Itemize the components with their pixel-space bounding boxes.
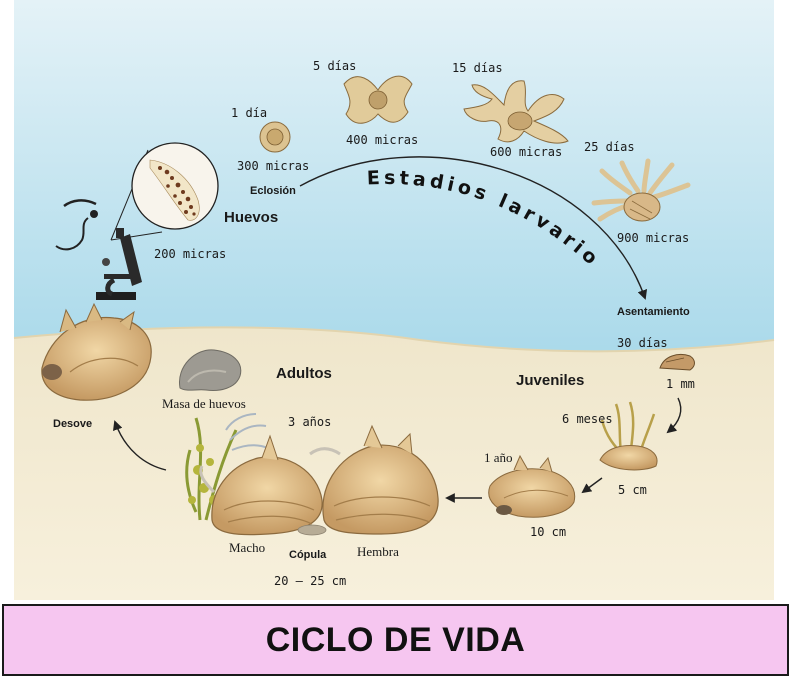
arrow-settle-to-juvenile xyxy=(666,397,682,434)
juvenile-5cm-icon xyxy=(599,401,658,471)
label-900-micras: 900 micras xyxy=(617,231,690,245)
arrow-adult-to-desove xyxy=(113,420,167,471)
copula-eggs-icon xyxy=(297,524,327,536)
adult-female-shell-icon xyxy=(309,424,439,535)
life-cycle-diagram: Estadios larvarios 1 día 300 micras 5 dí… xyxy=(0,0,775,600)
adult-male-shell-icon xyxy=(199,434,323,536)
seaweed-icon xyxy=(185,413,269,521)
egg-mass-icon xyxy=(179,349,242,391)
stage-adultos: Adultos xyxy=(276,365,332,382)
label-10-cm: 10 cm xyxy=(530,525,567,539)
egg-zoom-circle xyxy=(131,142,219,230)
larva-15-days xyxy=(463,80,569,144)
stage-eclosion: Eclosión xyxy=(250,185,296,197)
juvenile-10cm-icon xyxy=(488,454,576,518)
label-1-mm: 1 mm xyxy=(666,377,695,391)
arc-larval-arrow xyxy=(299,156,648,300)
zoom-line-bottom xyxy=(110,231,163,241)
label-1-day: 1 día xyxy=(231,106,268,120)
label-5-cm: 5 cm xyxy=(618,483,647,497)
label-30-days: 30 días xyxy=(617,336,668,350)
label-1-year: 1 año xyxy=(484,450,513,465)
title-banner: CICLO DE VIDA xyxy=(2,604,789,676)
stage-asentamiento: Asentamiento xyxy=(617,306,690,318)
larva-5-days xyxy=(343,75,413,124)
spawning-shell-icon xyxy=(41,302,152,401)
label-200-micras: 200 micras xyxy=(154,247,227,261)
arrow-juvenile-to-10cm xyxy=(581,477,603,494)
microscope-icon xyxy=(96,228,142,300)
label-egg-mass: Masa de huevos xyxy=(162,396,246,411)
label-400-micras: 400 micras xyxy=(346,133,419,147)
stage-copula: Cópula xyxy=(289,549,327,561)
scene-illustration: Estadios larvarios xyxy=(0,0,775,600)
label-6-months: 6 meses xyxy=(562,412,613,426)
page-title: CICLO DE VIDA xyxy=(265,620,526,659)
stage-desove: Desove xyxy=(53,418,93,430)
label-15-days: 15 días xyxy=(452,61,503,75)
stage-juveniles: Juveniles xyxy=(516,372,585,389)
label-300-micras: 300 micras xyxy=(237,159,310,173)
label-25-days: 25 días xyxy=(584,140,635,154)
label-hembra: Hembra xyxy=(357,544,399,559)
larva-1-day xyxy=(259,121,291,153)
egg-string-icon xyxy=(55,199,98,251)
label-macho: Macho xyxy=(229,540,266,555)
label-3-years: 3 años xyxy=(288,415,332,429)
label-600-micras: 600 micras xyxy=(490,145,563,159)
label-5-days: 5 días xyxy=(313,59,357,73)
stage-huevos: Huevos xyxy=(224,209,279,226)
larva-25-days xyxy=(591,158,691,222)
juvenile-1mm-icon xyxy=(659,354,695,371)
label-adult-size: 20 – 25 cm xyxy=(274,574,347,588)
